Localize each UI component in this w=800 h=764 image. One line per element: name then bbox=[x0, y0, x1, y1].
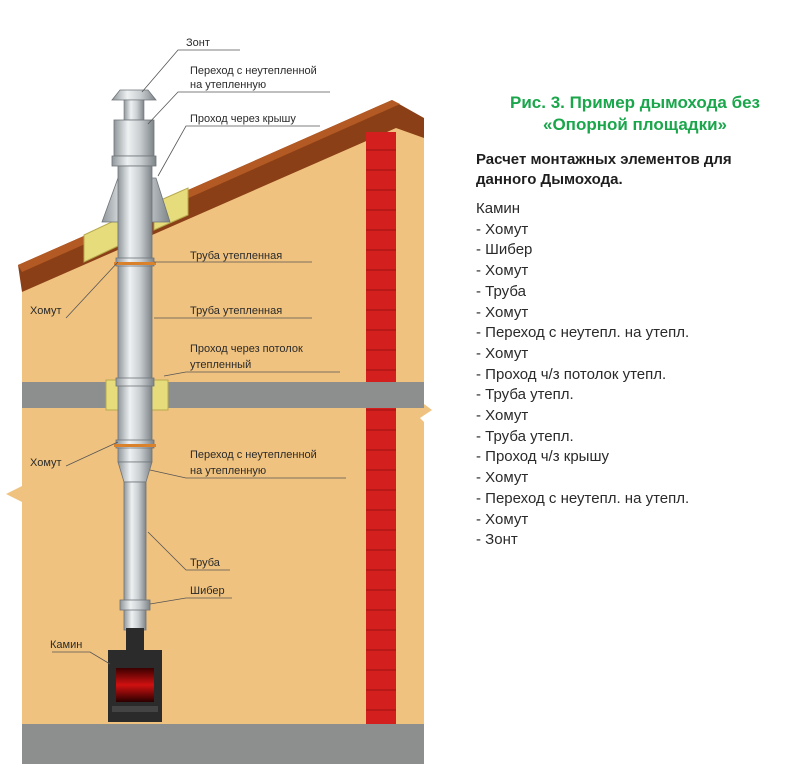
parts-list-item: - Хомут bbox=[476, 344, 529, 362]
house-wall bbox=[22, 112, 396, 764]
parts-list-item: - Труба утепл. bbox=[476, 427, 574, 445]
label-clamp-top: Хомут bbox=[30, 305, 62, 317]
clamp-lower bbox=[114, 444, 156, 447]
parts-list-item: - Переход с неутепл. на утепл. bbox=[476, 489, 690, 507]
figure-title-line-1: Рис. 3. Пример дымохода без bbox=[510, 93, 760, 112]
label-roof-pass: Проход через крышу bbox=[190, 113, 296, 125]
parts-list-item: - Труба bbox=[476, 282, 526, 300]
parts-list-item: - Хомут bbox=[476, 469, 529, 487]
label-damper: Шибер bbox=[190, 585, 225, 597]
damper-ring bbox=[119, 599, 151, 611]
calc-subtitle: Расчет монтажных элементов для данного Д… bbox=[476, 150, 796, 190]
label-transition-top-1: Переход с неутепленной bbox=[190, 65, 317, 77]
label-ceiling-pass-1: Проход через потолок bbox=[190, 343, 303, 355]
upper-ring bbox=[111, 155, 157, 167]
label-transition-top-2: на утепленную bbox=[190, 79, 266, 91]
parts-list-item: - Хомут bbox=[476, 220, 529, 238]
parts-list-item: - Переход с неутепл. на утепл. bbox=[476, 324, 690, 342]
parts-list-item: - Хомут bbox=[476, 510, 529, 528]
label-transition-bottom-2: на утепленную bbox=[190, 465, 266, 477]
label-clamp-bottom: Хомут bbox=[30, 457, 62, 469]
insulated-pipe-upper bbox=[117, 165, 153, 463]
calc-subtitle-line-1: Расчет монтажных элементов для bbox=[476, 151, 732, 168]
upper-transition bbox=[113, 119, 155, 157]
wall-right-edge bbox=[396, 128, 432, 764]
parts-list-item: - Проход ч/з крышу bbox=[476, 448, 609, 466]
floor-slab bbox=[22, 724, 424, 764]
fireplace-fire bbox=[116, 668, 154, 702]
label-insulated-pipe-2: Труба утепленная bbox=[190, 305, 282, 317]
label-fireplace: Камин bbox=[50, 639, 82, 651]
fireplace-flue bbox=[126, 628, 144, 650]
figure-title: Рис. 3. Пример дымохода без «Опорной пло… bbox=[480, 92, 790, 136]
fireplace-base bbox=[112, 706, 158, 712]
label-umbrella: Зонт bbox=[186, 37, 210, 49]
wall-break-left bbox=[6, 486, 22, 502]
label-transition-bottom-1: Переход с неутепленной bbox=[190, 449, 317, 461]
parts-list-item: - Зонт bbox=[476, 531, 518, 549]
pipe-joint-2 bbox=[115, 377, 155, 387]
leader-lines bbox=[52, 49, 346, 665]
label-pipe: Труба bbox=[190, 557, 221, 569]
figure-title-line-2: «Опорной площадки» bbox=[543, 115, 727, 134]
brick-column bbox=[366, 132, 396, 724]
label-ceiling-pass-2: утепленный bbox=[190, 359, 251, 371]
cap-post bbox=[123, 99, 145, 121]
calc-subtitle-line-2: данного Дымохода. bbox=[476, 171, 623, 188]
label-insulated-pipe-1: Труба утепленная bbox=[190, 250, 282, 262]
parts-list-item: - Труба утепл. bbox=[476, 386, 574, 404]
parts-list-item: Камин bbox=[476, 200, 521, 217]
parts-list-item: - Хомут bbox=[476, 303, 529, 321]
parts-list: Камин - Хомут - Шибер - Хомут - Труба - … bbox=[476, 199, 689, 551]
lower-transition bbox=[117, 461, 153, 483]
clamp-upper bbox=[114, 262, 156, 265]
parts-list-item: - Хомут bbox=[476, 262, 529, 280]
parts-list-item: - Шибер bbox=[476, 241, 533, 259]
umbrella-cap bbox=[111, 89, 157, 101]
ceiling-slab bbox=[22, 382, 424, 408]
brick-mortar bbox=[366, 149, 396, 711]
parts-list-item: - Хомут bbox=[476, 407, 529, 425]
parts-list-item: - Проход ч/з потолок утепл. bbox=[476, 365, 667, 383]
